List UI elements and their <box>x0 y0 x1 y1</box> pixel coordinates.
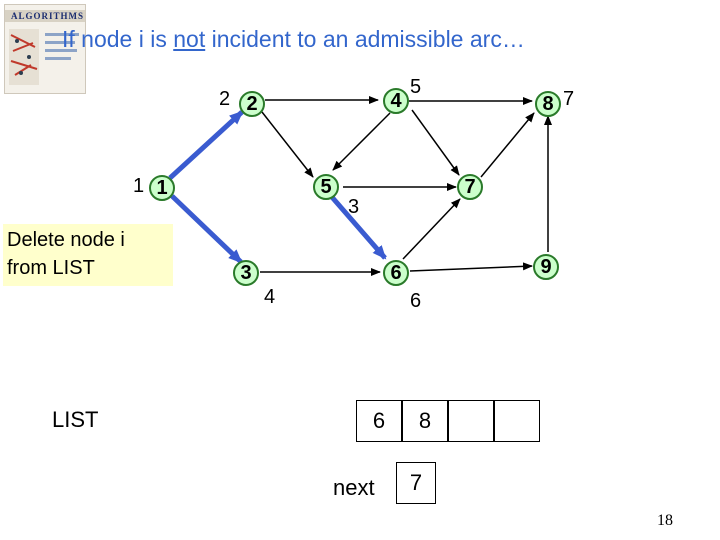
slide-title: If node i is not incident to an admissib… <box>62 26 525 53</box>
title-before: If node i is <box>62 26 174 52</box>
arc-1-3 <box>170 194 243 264</box>
arc-7-8 <box>480 112 535 178</box>
distance-label-node-3: 4 <box>264 286 276 308</box>
arc-4-5 <box>332 112 391 171</box>
node-5: 5 <box>313 174 339 200</box>
arc-6-9 <box>409 262 533 272</box>
list-cell-4 <box>494 400 540 442</box>
next-label: next <box>333 475 375 500</box>
node-9: 9 <box>533 254 559 280</box>
page-number: 18 <box>657 512 673 529</box>
arc-5-6 <box>329 194 387 260</box>
node-3: 3 <box>233 260 259 286</box>
logo-graphic <box>9 29 79 85</box>
title-emphasis: not <box>173 26 206 52</box>
node-4: 4 <box>383 88 409 114</box>
list-label: LIST <box>52 407 99 432</box>
arc-6-7 <box>402 198 461 260</box>
logo-text: ALGORITHMS <box>11 11 85 21</box>
node-2: 2 <box>239 91 265 117</box>
next-pointer-box: 7 <box>396 462 436 504</box>
arc-4-7 <box>411 109 460 176</box>
delete-node-note: Delete node i from LIST <box>3 224 173 286</box>
list-cell-3 <box>448 400 494 442</box>
note-line-1: Delete node i <box>7 229 125 251</box>
list-cell-1: 6 <box>356 400 402 442</box>
distance-label-node-8: 7 <box>563 88 575 110</box>
book-cover-logo: ALGORITHMS <box>4 4 86 94</box>
list-cell-2: 8 <box>402 400 448 442</box>
arc-2-5 <box>261 111 314 178</box>
note-line-2: from LIST <box>7 257 95 279</box>
distance-label-node-6: 6 <box>410 290 422 312</box>
title-after: incident to an admissible arc… <box>205 26 525 52</box>
distance-label-node-4: 5 <box>410 76 422 98</box>
node-8: 8 <box>535 91 561 117</box>
node-1: 1 <box>149 175 175 201</box>
distance-label-node-2: 2 <box>219 88 231 110</box>
node-6: 6 <box>383 260 409 286</box>
distance-label-node-1: 1 <box>133 175 145 197</box>
node-7: 7 <box>457 174 483 200</box>
arc-1-2 <box>168 110 244 180</box>
distance-label-node-5: 3 <box>348 196 360 218</box>
